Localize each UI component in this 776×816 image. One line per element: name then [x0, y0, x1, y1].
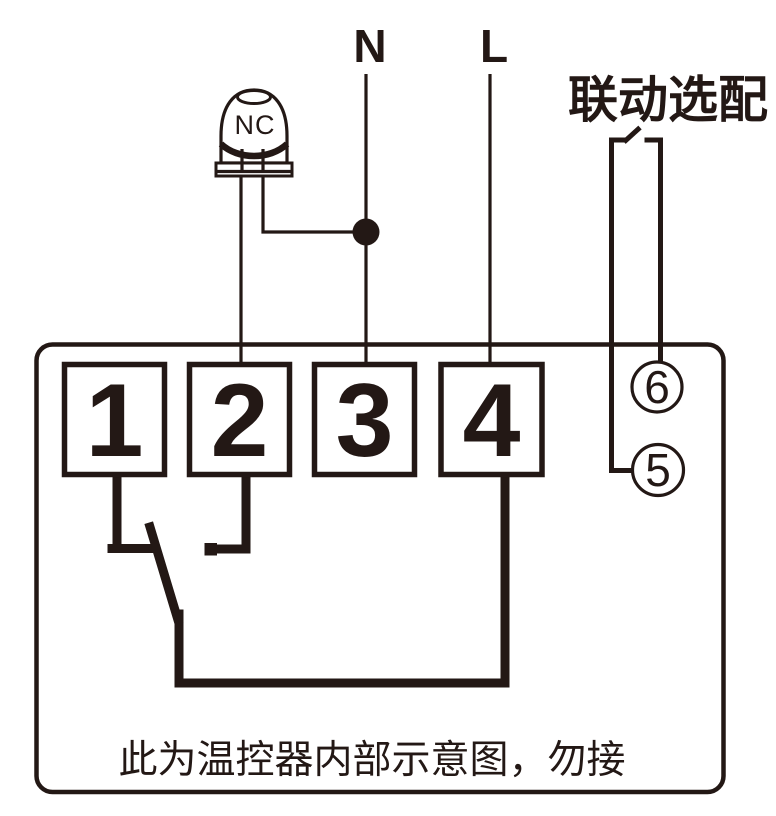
terminal-box-1: [61, 361, 168, 478]
terminal-box-4: [438, 361, 545, 478]
neutral-label: N: [353, 20, 386, 72]
linkage-wire-right: [644, 137, 663, 364]
sensor-top-opening: [236, 89, 272, 105]
thermostat-enclosure-outline: [34, 342, 726, 795]
terminal-2-label: 2: [211, 363, 269, 479]
internal-diagram-note: 此为温控器内部示意图，勿接: [118, 738, 625, 783]
linkage-wire-left: [609, 137, 633, 473]
live-label: L: [480, 20, 508, 72]
sensor-label: NC: [235, 110, 276, 140]
terminal-box-2: [186, 361, 293, 478]
terminal2-contact-wire: [212, 465, 251, 554]
terminal-1-label: 1: [86, 363, 144, 479]
linkage-connector: [609, 125, 663, 473]
terminal-3-label: 3: [336, 363, 394, 479]
linkage-terminal-6-circle: [630, 360, 684, 414]
linkage-switch-blade: [622, 125, 642, 144]
terminal-box-3: [311, 361, 418, 478]
terminal-blocks: 1 2 3 4: [61, 361, 545, 479]
linkage-terminals: 6 5: [630, 360, 686, 498]
linkage-terminal-5-circle: [630, 442, 686, 498]
terminal-4-label: 4: [463, 363, 521, 479]
switch-contact-nub: [204, 543, 217, 556]
sensor-band: [218, 141, 290, 160]
junction-dot: [352, 218, 380, 246]
linkage-terminal-6-label: 6: [644, 361, 670, 413]
sensor-base: [214, 161, 294, 178]
linkage-title: 联动选配: [568, 70, 768, 129]
switch-blade: [144, 521, 184, 626]
sensor-lead-right-wire: [261, 170, 360, 234]
linkage-terminal-5-label: 5: [645, 444, 671, 496]
nc-sensor-probe: NC: [214, 88, 294, 178]
switch-to-terminal4-wire: [174, 465, 510, 688]
supply-wires: [239, 74, 492, 368]
internal-switch-wiring: [107, 465, 510, 688]
